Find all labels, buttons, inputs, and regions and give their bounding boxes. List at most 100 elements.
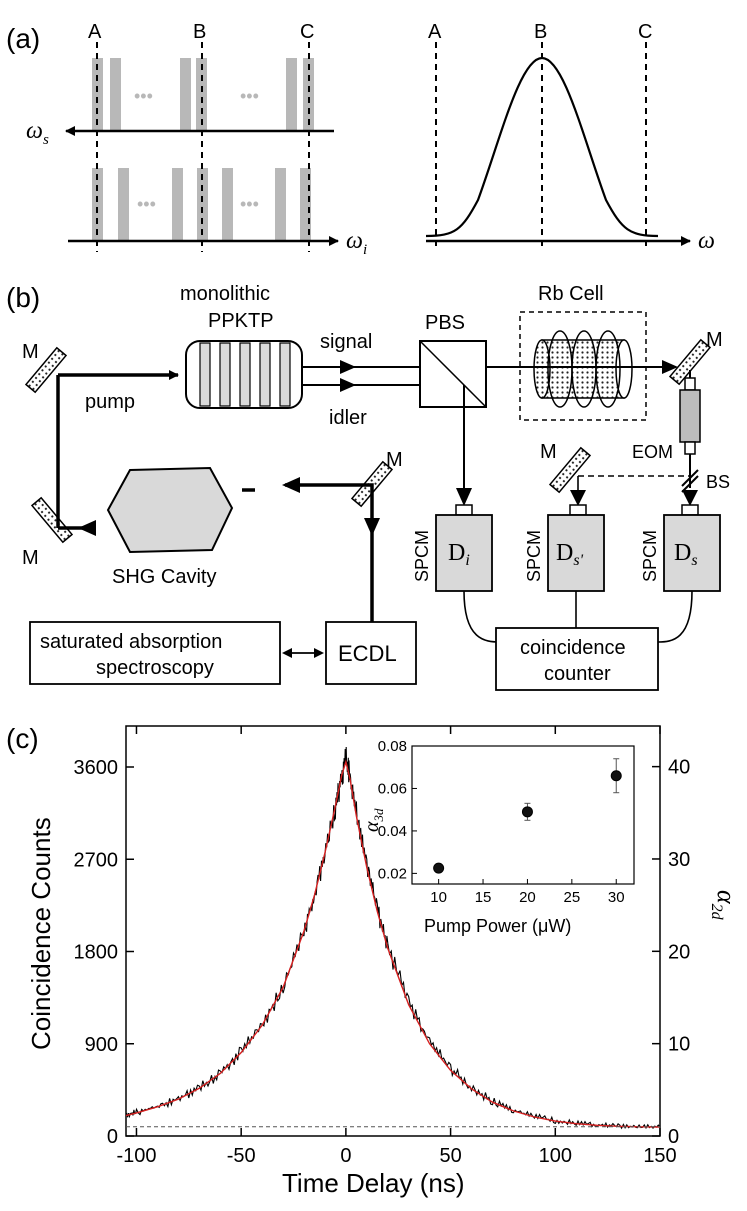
left-marker-c: C [300,21,314,43]
crystal-label-1: monolithic [180,283,270,305]
mirror-bottom-left [30,496,74,544]
x-tick-label: 150 [643,1145,676,1167]
series-fit [125,759,661,1128]
left-marker-b: B [193,21,206,43]
inset-y-tick-label: 0.04 [378,823,407,840]
ellipsis-lower-2: ••• [240,194,259,214]
shg-cavity [106,466,234,554]
mirror-shg-label: M [386,449,403,471]
eom-label: EOM [632,442,673,462]
panel-c-label: (c) [6,723,39,754]
pump-arrow-shg-out [78,520,96,536]
inset-x-tick-label: 10 [430,889,447,906]
main-ylabel: Coincidence Counts [26,817,56,1050]
ellipsis-upper-1: ••• [134,86,153,106]
right-marker-a: A [428,21,442,43]
y-tick-label: 1800 [74,942,119,964]
inset-point [433,862,445,874]
y-tick-label: 900 [85,1034,118,1056]
signal-idler-beams [302,366,532,386]
signal-to-mirror-arrow [662,360,678,374]
mirror-bottom-left-label: M [22,547,39,569]
signal-arrow [340,360,356,374]
inset-x-tick-label: 30 [608,889,625,906]
detector-s-label: Ds [674,540,698,569]
inset-ylabel: α3d [361,808,386,832]
panel-b: (b) M M M M M p [6,282,730,691]
right-marker-c: C [638,21,652,43]
left-marker-a: A [88,21,102,43]
inset-xlabel: Pump Power (μW) [424,916,571,936]
x-tick-label: -50 [227,1145,256,1167]
sas-ecdl-arrow-right [314,648,324,658]
x-tick-label: 100 [539,1145,572,1167]
inset-point [521,806,533,818]
counter-label-1: coincidence [520,637,626,659]
spcm-s-label: SPCM [640,530,660,582]
detector-i-label: Di [448,540,470,569]
ellipsis-lower-1: ••• [137,194,156,214]
panel-a-label: (a) [6,23,40,54]
lower-comb [92,168,311,241]
mirror-top-right-label: M [706,329,723,351]
mirror-top-right [668,338,712,386]
ecdl-label: ECDL [338,641,397,666]
main-plot [125,746,661,1130]
bs-line1 [681,469,699,487]
main-y2label: α2d [708,890,741,921]
sas-label-2: spectroscopy [96,657,214,679]
y2-tick-label: 30 [668,849,690,871]
sas-label-1: saturated absorption [40,631,222,653]
counter-label-2: counter [544,663,611,685]
inset-x-tick-label: 15 [475,889,492,906]
ds2-arrow [570,490,586,506]
gaussian-curve [425,56,659,238]
spcm-i-label: SPCM [412,530,432,582]
main-plot-frame [125,725,661,1137]
mirror-middle-label: M [540,441,557,463]
y2-tick-label: 40 [668,757,690,779]
pump-arrow-ecdl [364,518,380,536]
signal-label: signal [320,331,372,353]
detector-s2-label: Ds' [556,540,584,569]
bs-line2 [681,475,699,493]
mirror-middle [548,446,592,494]
spcm-s2-label: SPCM [524,530,544,582]
detector-s2 [547,504,605,592]
y-tick-label: 0 [107,1126,118,1148]
panel-a: (a) ••• ••• ••• ••• ωs ωi A B C [6,21,715,258]
inset-y-tick-label: 0.08 [378,738,407,755]
idler-det-arrow [456,488,472,506]
inset-x-tick-label: 25 [563,889,580,906]
inset-y-tick-label: 0.02 [378,865,407,882]
idler-label: idler [329,407,367,429]
sas-box [29,621,281,685]
detector-s [663,504,721,592]
x-tick-label: 50 [439,1145,461,1167]
mirror-top-left [24,346,68,394]
ellipsis-upper-2: ••• [240,86,259,106]
left-markers [96,42,310,252]
shg-cavity-label: SHG Cavity [112,566,216,588]
y2-tick-label: 20 [668,941,690,963]
idler-arrow [340,378,356,392]
x-tick-label: -100 [116,1145,156,1167]
panel-b-label: (b) [6,282,40,313]
y-tick-label: 3600 [74,757,119,779]
signal-axis-label: ωs [26,118,49,148]
right-marker-b: B [534,21,547,43]
rb-cell [533,330,633,408]
y-tick-label: 2700 [74,849,119,871]
right-markers [435,42,647,248]
y2-tick-label: 0 [668,1126,679,1148]
ppktp-crystal [185,340,303,409]
inset-point [610,770,622,782]
idler-axis-label: ωi [346,228,367,258]
main-xlabel: Time Delay (ns) [282,1168,465,1198]
pbs-cube [419,340,487,408]
ecdl-box [325,621,417,685]
